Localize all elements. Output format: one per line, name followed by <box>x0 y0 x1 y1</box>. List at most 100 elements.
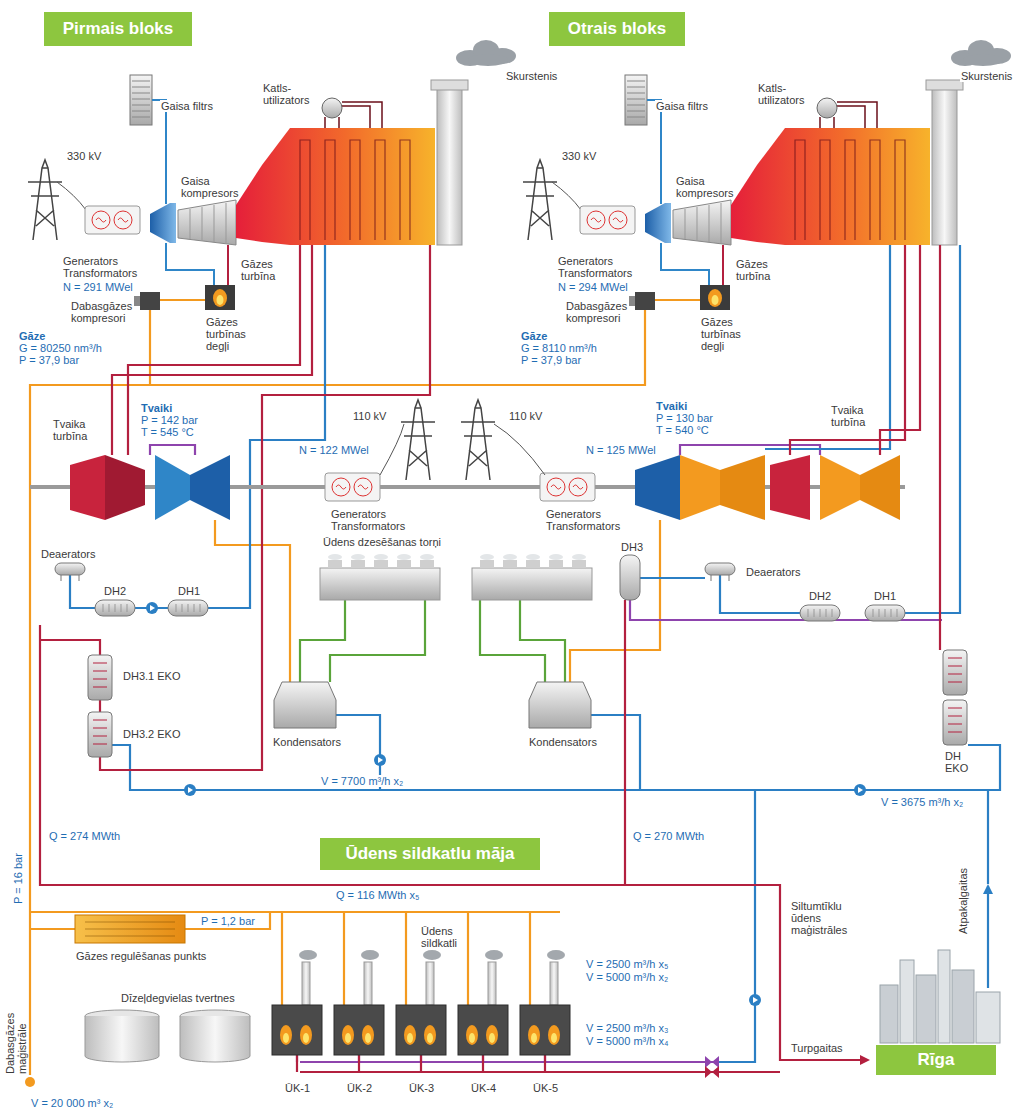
header-text: Ūdens sildkatlu māja <box>345 844 514 864</box>
pipes <box>987 790 989 884</box>
boiler-house <box>25 915 719 1087</box>
component-label: DH EKO <box>944 750 969 774</box>
parameter-label: V = 2500 m³/h x₅ <box>585 958 669 970</box>
parameter-label: Tvaiki <box>655 400 688 412</box>
pipes <box>300 600 565 682</box>
power-block-top <box>437 88 462 245</box>
power-block-top <box>28 40 516 310</box>
pipes <box>330 600 425 682</box>
power-block-top <box>152 100 166 204</box>
parameter-label: V = 2500 m³/h x₃ <box>585 1022 669 1034</box>
parameter-label: P = 130 bar <box>655 412 714 424</box>
power-block-top <box>227 245 229 285</box>
parameter-label: V = 5000 m³/h x₄ <box>585 1035 669 1047</box>
component-label: DH3 <box>620 541 644 553</box>
component-label: Gaisa kompresors <box>675 175 734 199</box>
component-label: DH1 <box>177 585 201 597</box>
pipes <box>570 520 660 682</box>
component-label: Gaisa filtrs <box>160 100 214 112</box>
component-label: 110 kV <box>508 410 543 422</box>
power-block-top <box>28 160 62 240</box>
component-label: Skurstenis <box>505 70 558 82</box>
component-label: Gāzes turbīnas degļi <box>205 316 247 352</box>
component-label: Skurstenis <box>960 70 1013 82</box>
header-text: Otrais bloks <box>568 19 666 39</box>
turbine-hall <box>70 455 105 520</box>
header-text: Pirmais bloks <box>63 19 174 39</box>
boiler-house <box>180 1016 250 1062</box>
turbine-hall <box>380 424 545 475</box>
pipes <box>880 245 920 455</box>
turbine-hall <box>374 754 386 766</box>
component-label: DH3.1 EKO <box>122 670 181 682</box>
pipes <box>70 245 1000 1062</box>
component-label: Dabasgāzes maģistrāle <box>4 1012 28 1075</box>
city <box>916 975 936 1043</box>
turbine-hall <box>540 473 595 501</box>
component-label: Dīzeļdegvielas tvertnes <box>120 992 236 1004</box>
pipes <box>297 1055 719 1062</box>
component-label: Dabasgāzes kompresori <box>70 300 133 324</box>
parameter-label: G = 8110 nm³/h <box>520 342 598 354</box>
power-block-top <box>236 128 435 245</box>
component-label: 110 kV <box>352 410 387 422</box>
power-block-top <box>166 243 214 285</box>
boiler-house <box>85 922 175 936</box>
turbine-hall <box>168 600 208 616</box>
power-block-top <box>190 203 226 243</box>
turbine-hall <box>146 602 158 614</box>
turbine-hall <box>88 712 112 757</box>
pipes <box>624 600 626 885</box>
turbine-hall <box>770 455 810 520</box>
pipes <box>112 745 1000 790</box>
parameter-label: Gāze <box>18 330 46 342</box>
component-label: Ūdens sildkatli <box>420 925 458 949</box>
power-block-top <box>178 200 236 245</box>
component-label: Deaerators <box>745 566 801 578</box>
component-label: Tvaika turbīna <box>830 404 866 428</box>
component-label: Ūdens dzesēšanas torņi <box>322 536 442 548</box>
power-block-top <box>431 80 468 90</box>
parameter-label: P = 37,9 bar <box>520 354 582 366</box>
city <box>880 985 898 1043</box>
component-label: Deaerators <box>40 548 96 560</box>
city <box>976 992 1000 1043</box>
component-label: 330 kV <box>66 150 102 162</box>
boiler-house <box>705 1066 719 1078</box>
header-text: Rīga <box>918 1050 955 1070</box>
section-header: Rīga <box>876 1045 996 1075</box>
turbine-hall <box>720 455 765 520</box>
component-label: DH3.2 EKO <box>122 728 181 740</box>
pipes <box>790 245 905 455</box>
pipes <box>40 640 100 655</box>
city <box>938 950 950 1043</box>
parameter-label: Q = 270 MWth <box>632 830 705 842</box>
pipes <box>149 310 151 385</box>
component-label: Atpakaļgaitas <box>957 867 969 935</box>
power-block-top <box>523 40 1011 310</box>
component-label: ŪK-1 <box>284 1082 311 1094</box>
pipes <box>720 575 800 613</box>
boiler-house <box>75 915 185 943</box>
parameter-label: P = 1,2 bar <box>200 915 256 927</box>
component-label: Gāzes regulēšanas punkts <box>75 950 207 962</box>
parameter-label: G = 80250 nm³/h <box>18 342 103 354</box>
power-block-top <box>213 289 227 307</box>
boiler-house <box>705 1056 719 1068</box>
pipes <box>150 445 195 455</box>
power-block-top <box>85 206 140 234</box>
component-label: Gāzes turbīnas degļi <box>700 316 742 352</box>
boiler-house <box>520 950 570 1055</box>
pipes <box>40 625 868 1060</box>
parameter-label: V = 7700 m³/h x₂ <box>320 775 404 787</box>
pipes <box>520 600 565 682</box>
power-block-top <box>132 81 150 117</box>
parameter-label: V = 20 000 m³ x₂ <box>30 1097 114 1109</box>
turbine-hall <box>105 455 145 520</box>
component-label: Generators Transformators <box>330 508 406 532</box>
component-label: ŪK-3 <box>408 1082 435 1094</box>
power-block-top <box>140 292 160 310</box>
turbine-hall <box>943 700 967 745</box>
boiler-house <box>25 1077 35 1087</box>
parameter-label: N = 122 MWel <box>298 444 370 456</box>
